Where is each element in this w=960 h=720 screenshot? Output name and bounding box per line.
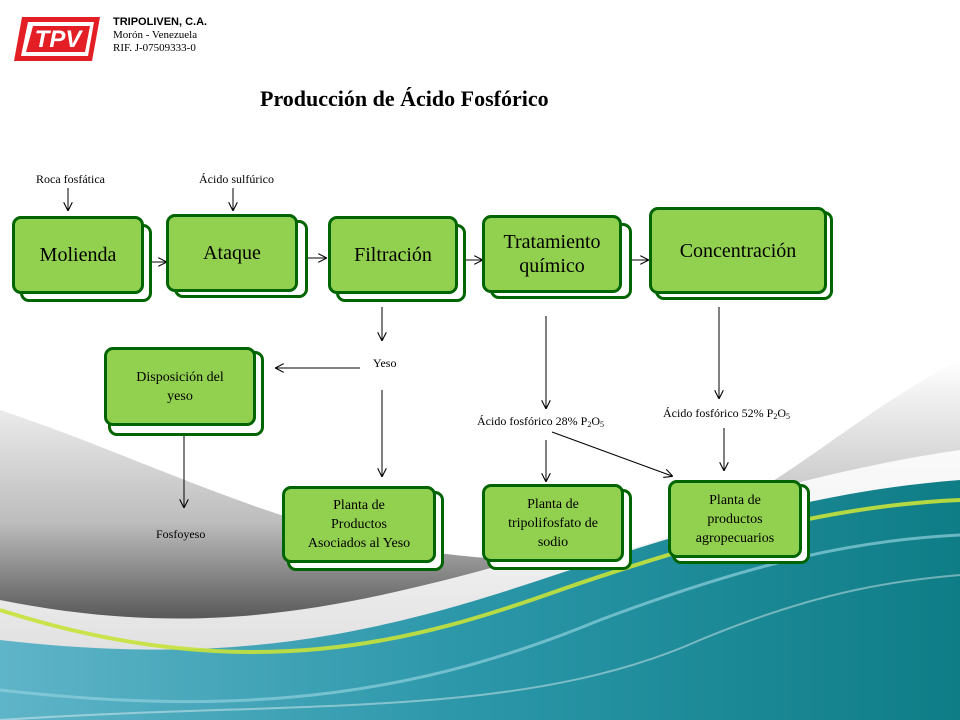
disposicion-line1: Disposición del — [136, 369, 224, 385]
planta-yeso-line1: Planta de — [333, 498, 385, 513]
step-tratamiento-quimico: Tratamiento químico — [482, 215, 632, 299]
box-planta-agropecuarios: Planta de productos agropecuarios — [668, 480, 810, 564]
label-acido-28: Ácido fosfórico 28% P2O5 — [477, 414, 604, 429]
planta-yeso-line3: Asociados al Yeso — [307, 536, 411, 551]
step-ataque: Ataque — [166, 214, 308, 298]
company-rif: RIF. J-07509333-0 — [113, 42, 196, 54]
step-ataque-label: Ataque — [166, 214, 298, 292]
planta-yeso-line2: Productos — [331, 517, 387, 532]
step-filtracion: Filtración — [328, 216, 466, 302]
label-yeso: Yeso — [373, 356, 397, 370]
box-disposicion-yeso: Disposición del yeso — [104, 347, 264, 436]
company-name: TRIPOLIVEN, C.A. — [113, 16, 208, 28]
disposicion-line2: yeso — [167, 388, 193, 404]
page-title: Producción de Ácido Fosfórico — [260, 86, 549, 111]
tpv-logo: TPV — [14, 17, 100, 61]
planta-tripoli-line1: Planta de — [527, 496, 579, 512]
arrow-acido28-agro — [551, 431, 672, 476]
company-info: TRIPOLIVEN, C.A. Morón - Venezuela RIF. … — [113, 16, 207, 55]
box-planta-tripolifosfato: Planta de tripolifosfato de sodio — [482, 484, 632, 570]
step-concentracion: Concentración — [649, 207, 833, 300]
label-fosfoyeso: Fosfoyeso — [156, 527, 206, 541]
step-molienda: Molienda — [12, 216, 152, 302]
label-acido-52: Ácido fosfórico 52% P2O5 — [663, 406, 790, 421]
step-tratamiento-line1: Tratamiento — [503, 231, 601, 253]
planta-tripoli-line2: tripolifosfato de — [508, 515, 598, 531]
step-tratamiento-line2: químico — [519, 255, 585, 277]
planta-tripoli-line3: sodio — [537, 534, 569, 550]
step-filtracion-label: Filtración — [328, 216, 458, 294]
label-roca-fosfatica: Roca fosfática — [36, 172, 105, 186]
step-molienda-label: Molienda — [12, 216, 144, 294]
company-location: Morón - Venezuela — [113, 29, 198, 41]
label-acido-sulfurico: Ácido sulfúrico — [199, 172, 274, 186]
box-planta-yeso: Planta de Productos Asociados al Yeso — [282, 486, 444, 571]
step-concentracion-label: Concentración — [649, 207, 827, 294]
svg-text:TPV: TPV — [35, 26, 84, 53]
planta-agro-line1: Planta de — [709, 492, 761, 508]
planta-agro-line3: agropecuarios — [695, 530, 775, 546]
planta-agro-line2: productos — [707, 511, 763, 527]
